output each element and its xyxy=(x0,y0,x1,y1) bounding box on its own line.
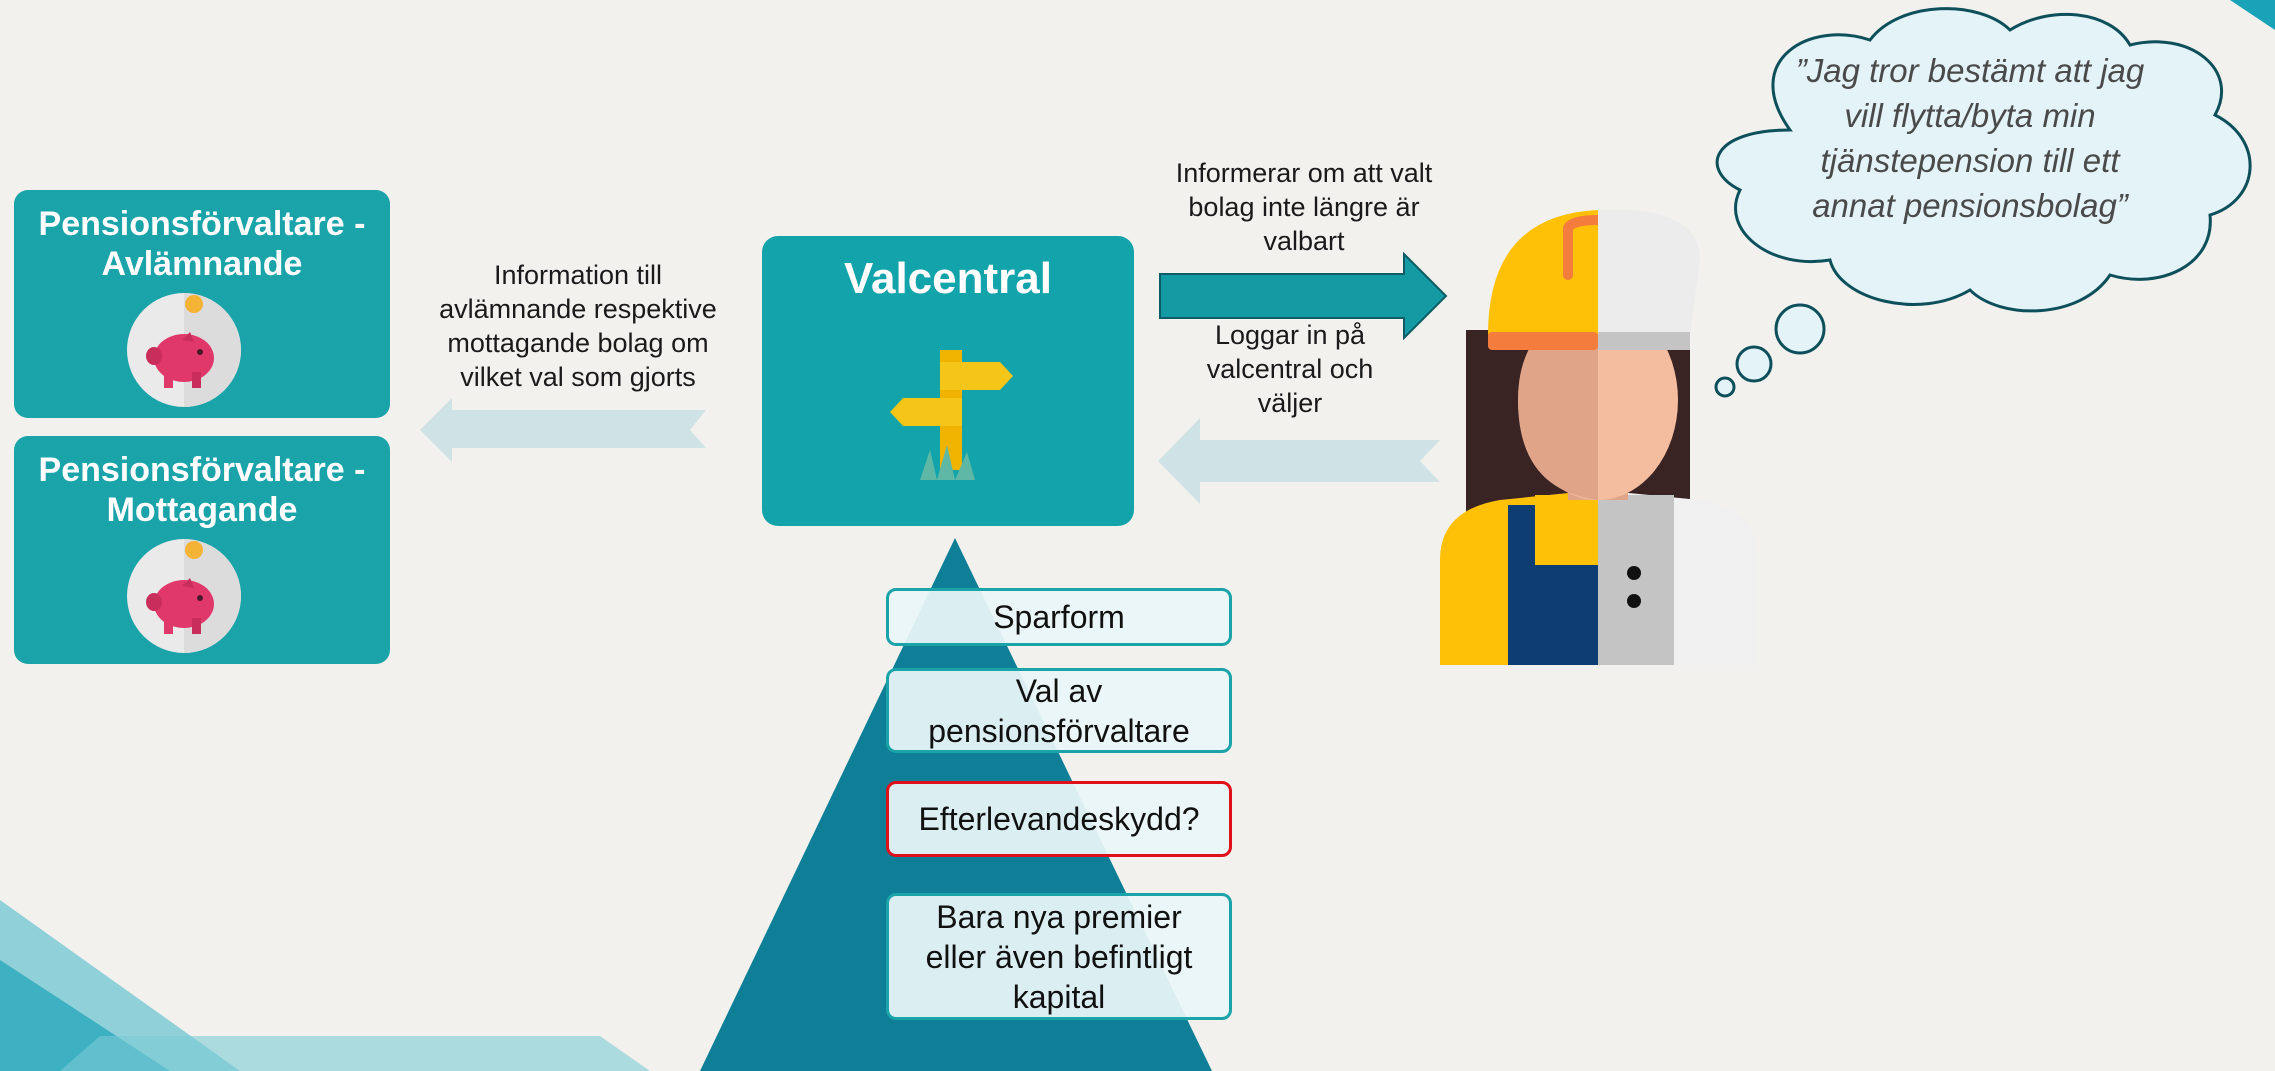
signpost-icon xyxy=(890,350,1013,480)
arrow-inform xyxy=(1159,251,1448,341)
piggy-bank-icon xyxy=(127,293,241,407)
arrow-info-companies xyxy=(420,398,706,462)
pyramid-item-sparform: Sparform xyxy=(886,588,1232,646)
pyramid-item-label: Val av pensionsförvaltare xyxy=(928,672,1190,749)
label-info-companies: Information till avlämnande respektive m… xyxy=(439,260,717,392)
pyramid-item-label: Bara nya premier eller även befintligt k… xyxy=(925,898,1193,1015)
box-mottagande-title: Pensionsförvaltare - Mottagande xyxy=(38,451,366,529)
pyramid-item-label: Sparform xyxy=(993,599,1125,635)
arrow-login xyxy=(1158,418,1440,504)
valcentral-title: Valcentral xyxy=(844,254,1052,303)
decor-shape-3 xyxy=(60,1036,650,1071)
label-logs-in: Loggar in på valcentral och väljer xyxy=(1206,320,1374,418)
pyramid-item-premier-kapital: Bara nya premier eller även befintligt k… xyxy=(886,893,1232,1020)
thought-cloud-icon xyxy=(1714,7,2252,398)
box-valcentral: Valcentral xyxy=(762,236,1134,526)
piggy-bank-icon xyxy=(127,539,241,653)
decor-corner xyxy=(2230,0,2275,30)
label-informs-not-selectable: Informerar om att valt bolag inte längre… xyxy=(1175,158,1433,256)
box-mottagande: Pensionsförvaltare - Mottagande xyxy=(14,436,390,664)
pyramid-item-label: Efterlevandeskydd? xyxy=(918,801,1200,837)
pyramid-item-efterlevandeskydd: Efterlevandeskydd? xyxy=(886,781,1232,857)
worker-person-icon xyxy=(1440,209,1758,665)
thought-text: ”Jag tror bestämt att jag vill flytta/by… xyxy=(1795,52,2145,224)
box-avlamnande-title: Pensionsförvaltare - Avlämnande xyxy=(38,205,366,283)
pyramid-item-val-av-forvaltare: Val av pensionsförvaltare xyxy=(886,668,1232,753)
box-avlamnande: Pensionsförvaltare - Avlämnande xyxy=(14,190,390,418)
